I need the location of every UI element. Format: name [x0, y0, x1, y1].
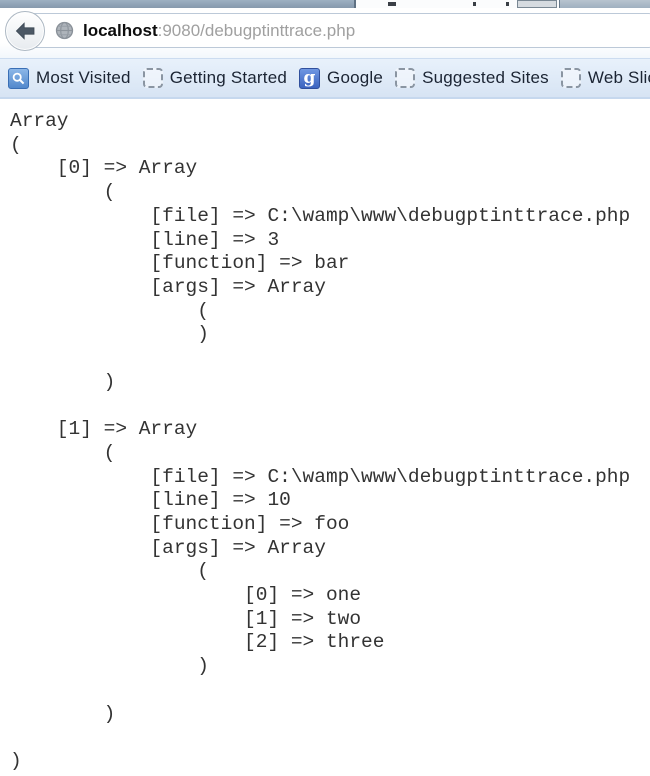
address-field[interactable]: localhost:9080/debugptinttrace.php	[26, 13, 650, 48]
google-favicon-glyph: g	[303, 67, 316, 88]
back-arrow-icon	[15, 22, 35, 40]
favorites-item-getting-started[interactable]: Getting Started	[142, 68, 288, 88]
debug-backtrace-output: Array ( [0] => Array ( [file] => C:\wamp…	[10, 110, 631, 772]
tab-strip	[0, 0, 650, 8]
favorites-item-most-visited[interactable]: Most Visited	[8, 67, 131, 89]
tab-partial-left[interactable]	[0, 0, 356, 8]
favorites-item-label: Web Slice Gallery	[587, 68, 650, 87]
url-host: localhost	[83, 20, 158, 40]
url-text: localhost:9080/debugptinttrace.php	[83, 21, 355, 41]
address-bar-row: localhost:9080/debugptinttrace.php	[0, 8, 650, 58]
favorites-item-suggested-sites[interactable]: Suggested Sites	[395, 68, 549, 88]
tab-partial-mid[interactable]	[517, 0, 557, 8]
favorites-item-google[interactable]: g Google	[299, 67, 384, 89]
url-path: :9080/debugptinttrace.php	[157, 20, 356, 40]
globe-icon	[55, 21, 74, 40]
favorites-item-label: Getting Started	[169, 68, 288, 87]
google-favicon: g	[299, 67, 321, 89]
favorites-item-label: Most Visited	[36, 68, 131, 87]
empty-favicon	[142, 68, 163, 88]
empty-favicon	[560, 68, 581, 88]
back-button[interactable]	[5, 11, 45, 51]
favorites-item-label: Suggested Sites	[422, 68, 549, 87]
tab-text-fragment	[506, 2, 509, 6]
most-visited-icon	[8, 67, 29, 89]
favorites-item-web-slice-gallery[interactable]: Web Slice Gallery	[560, 68, 650, 88]
favorites-item-label: Google	[327, 68, 384, 87]
favorites-bar: Most Visited Getting Started g Google Su…	[0, 58, 650, 99]
tab-text-fragment	[388, 2, 396, 6]
tab-partial-right[interactable]	[559, 0, 650, 8]
empty-favicon	[395, 68, 416, 88]
tab-text-fragment	[473, 2, 476, 6]
page-viewport: Array ( [0] => Array ( [file] => C:\wamp…	[0, 99, 650, 775]
